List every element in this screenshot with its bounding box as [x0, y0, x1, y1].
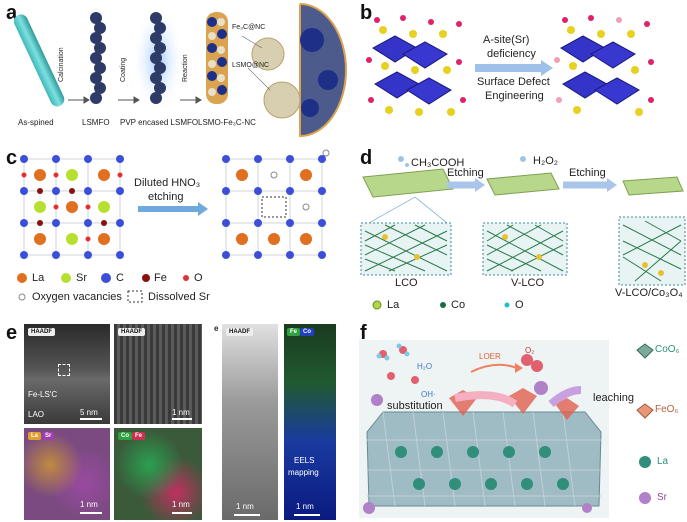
- callout-fe3c-nc: Fe₃C@NC: [232, 24, 265, 31]
- scale-label-6: 1 nm: [296, 502, 314, 511]
- scale-label-5: 1 nm: [236, 502, 254, 511]
- label-v-lco: V-LCO: [511, 277, 544, 289]
- panel-c: c: [0, 145, 350, 315]
- legend-sr: Sr: [76, 272, 87, 284]
- callout-lsmo-nc: LSMO@NC: [232, 62, 269, 69]
- arrow-top-text: A-site(Sr): [483, 34, 529, 46]
- step-etching-1: Etching: [447, 167, 484, 179]
- label-lco: LCO: [395, 277, 418, 289]
- co-fe-map: Co Fe 1 nm: [114, 428, 202, 520]
- legend-fe: Fe: [154, 272, 167, 284]
- legend-markers: [637, 344, 653, 504]
- label-pvp: PVP encased LSMFO: [120, 118, 198, 127]
- panel-e: e HAADF Fe-LS'C LAO 5 nm HAADF 1 nm La S…: [0, 320, 350, 522]
- reagent-h2o2: H₂O₂: [533, 155, 558, 167]
- roi-box: [58, 364, 70, 376]
- eels-label: EELS: [294, 456, 314, 465]
- step-coating: Coating: [120, 58, 127, 82]
- legend-feo6: FeO₆: [655, 404, 678, 415]
- panel-c-illustration: [0, 145, 350, 315]
- legend-o: O: [194, 272, 203, 284]
- panel-a: a: [0, 0, 350, 140]
- step-reaction: Reaction: [182, 54, 189, 82]
- legend-la: La: [32, 272, 44, 284]
- label-lsmo-fe3c-nc: LSMO-Fe₃C-NC: [198, 118, 256, 127]
- eels-map: Fe Co EELS mapping 1 nm: [284, 324, 336, 520]
- sub-letter-e: e: [214, 324, 218, 333]
- panel-f-illustration: [355, 320, 687, 522]
- scale-bar-2: [172, 418, 192, 420]
- step-etching-2: Etching: [569, 167, 606, 179]
- tag-haadf-3: HAADF: [226, 328, 253, 336]
- haadf-image-2: HAADF 1 nm: [114, 324, 202, 424]
- perovskite-right: [561, 36, 639, 104]
- haadf-image-3: HAADF 1 nm: [222, 324, 278, 520]
- label-as-spined: As-spined: [18, 118, 54, 127]
- tag-haadf-2: HAADF: [118, 328, 145, 336]
- region-lao: LAO: [28, 410, 44, 419]
- tag-sr: Sr: [42, 432, 54, 440]
- scale-bar-4: [172, 512, 192, 514]
- scale-label-1: 5 nm: [80, 408, 98, 417]
- arrow-hno3-text: Diluted HNO₃: [134, 177, 200, 189]
- panel-b: b A-site(Sr) deficiency Surface Defec: [355, 0, 687, 140]
- molecule-o2: O₂: [525, 346, 534, 355]
- legend-sr-f: Sr: [657, 492, 667, 503]
- legend-coo6: CoO₆: [655, 344, 680, 355]
- legend-dissolved-sr: Dissolved Sr: [148, 291, 210, 303]
- tag-la: La: [28, 432, 41, 440]
- molecule-oh: OH·: [421, 390, 436, 399]
- scale-label-2: 1 nm: [172, 408, 190, 417]
- tag-eels-fe: Fe: [287, 328, 300, 336]
- arrow-bottom-text-2: Engineering: [485, 90, 544, 102]
- panel-b-illustration: [355, 0, 687, 140]
- eels-mapping-label: mapping: [288, 468, 319, 477]
- arrow-top-text-2: deficiency: [487, 48, 536, 60]
- arrow-substitution: substitution: [387, 400, 443, 412]
- panel-e-letter: e: [6, 322, 17, 345]
- scale-label-3: 1 nm: [80, 500, 98, 509]
- scale-bar-6: [294, 514, 320, 516]
- panel-d: d CH₃COOH H₂O₂ Etching Etching LCO V-LCO…: [355, 145, 687, 315]
- legend-d-la: La: [387, 299, 399, 311]
- arrow-leaching: leaching: [593, 392, 634, 404]
- scale-bar-5: [234, 514, 260, 516]
- arrow-bottom-text: Surface Defect: [477, 76, 550, 88]
- arrow-etching-text: etching: [148, 191, 183, 203]
- legend-d-co: Co: [451, 299, 465, 311]
- legend-c: C: [116, 272, 124, 284]
- haadf-image-1: HAADF Fe-LS'C LAO 5 nm: [24, 324, 110, 424]
- panel-f: f H₂O OH· O₂ LOER substitution: [355, 320, 687, 522]
- legend-la-f: La: [657, 456, 668, 467]
- legend-d-o: O: [515, 299, 524, 311]
- tag-haadf-1: HAADF: [28, 328, 55, 336]
- arrow-loer: LOER: [479, 352, 501, 361]
- label-v-lco-co3o4: V-LCO/Co₃O₄: [615, 287, 683, 299]
- la-sr-map: La Sr 1 nm: [24, 428, 110, 520]
- label-lsmfo: LSMFO: [82, 118, 110, 127]
- legend-oxygen-vacancies: Oxygen vacancies: [32, 291, 122, 303]
- molecule-h2o: H₂O: [417, 362, 432, 371]
- step-calcination: Calcination: [58, 47, 65, 82]
- scale-label-4: 1 nm: [172, 500, 190, 509]
- tag-co: Co: [118, 432, 132, 440]
- tag-fe: Fe: [132, 432, 145, 440]
- scale-bar-3: [80, 512, 102, 514]
- region-fe-lsc: Fe-LS'C: [28, 390, 57, 399]
- tag-eels-co: Co: [300, 328, 314, 336]
- scale-bar-1: [80, 418, 102, 420]
